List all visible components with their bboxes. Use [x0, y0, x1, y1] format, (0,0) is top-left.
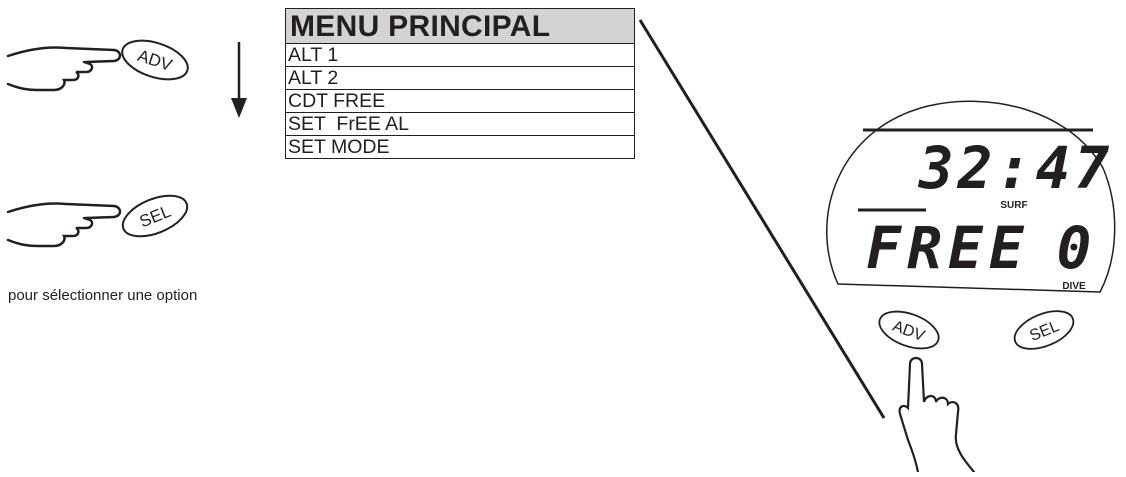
main-menu: MENU PRINCIPAL ALT 1 ALT 2 CDT FREE SET … — [285, 8, 635, 159]
caption-text: pour sélectionner une option — [8, 287, 198, 304]
display-surf-label: SURF — [1000, 200, 1027, 211]
menu-title: MENU PRINCIPAL — [285, 8, 635, 44]
sel-button-oval: SEL — [118, 194, 192, 238]
display-time: 32:47 — [918, 134, 1114, 202]
menu-item-cdt-free[interactable]: CDT FREE — [285, 90, 635, 113]
watch-sel-button[interactable]: SEL — [1009, 304, 1078, 357]
menu-item-alt1[interactable]: ALT 1 — [285, 44, 635, 67]
menu-item-set-free-al[interactable]: SET FrEE AL — [285, 113, 635, 136]
pointing-up-hand-icon — [898, 356, 976, 474]
watch-display: 32:47 SURF FREE 0 DIVE ADV SEL — [818, 88, 1118, 477]
menu-item-set-mode[interactable]: SET MODE — [285, 136, 635, 159]
menu-item-alt2[interactable]: ALT 2 — [285, 67, 635, 90]
adv-button-oval: ADV — [118, 38, 192, 82]
hand-press-adv-icon — [6, 40, 126, 100]
down-arrow-icon — [228, 40, 250, 125]
display-dive-label: DIVE — [1062, 281, 1086, 292]
hand-press-sel-icon — [6, 196, 126, 256]
watch-adv-button[interactable]: ADV — [874, 304, 943, 355]
display-dive-count: 0 — [1057, 214, 1092, 282]
display-mode: FREE — [866, 214, 1030, 282]
